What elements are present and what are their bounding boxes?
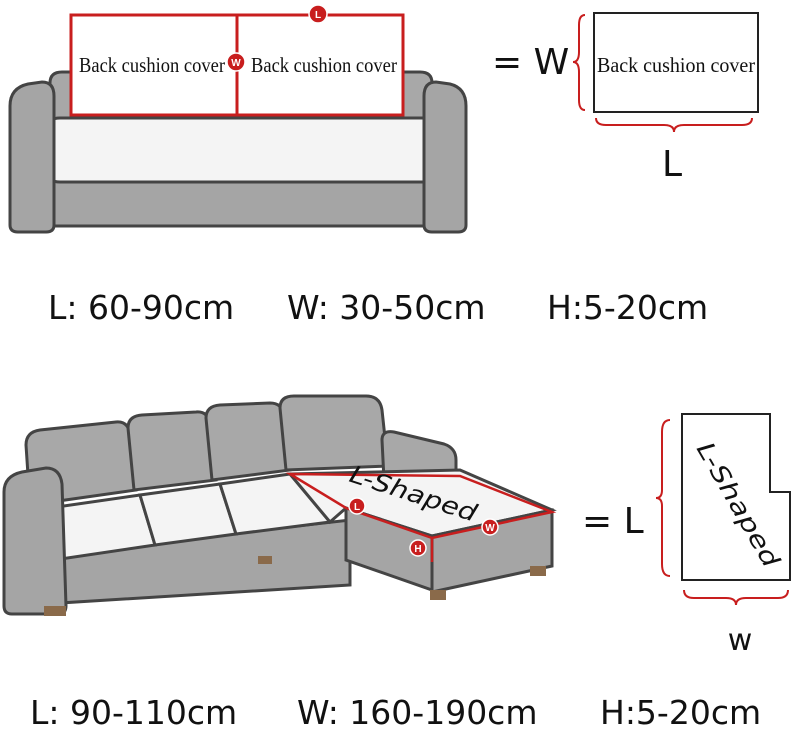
back-cushion-panel-label: Back cushion cover xyxy=(597,53,755,77)
badge-width-label: W xyxy=(231,58,241,69)
bottom-length-dimension: L: 90-110cm xyxy=(30,693,237,731)
sofa-bottom-illustration xyxy=(2,394,557,616)
back-cushion-label-1: Back cushion cover xyxy=(79,53,225,77)
equals-l-label: = L xyxy=(582,501,644,542)
bottom-height-dimension: H:5-20cm xyxy=(600,693,761,731)
panel-length-label: L xyxy=(662,144,682,185)
back-cushion-label-2: Back cushion cover xyxy=(251,53,397,77)
top-height-dimension: H:5-20cm xyxy=(547,288,708,327)
badge-bottom-width-label: W xyxy=(485,523,495,534)
badge-bottom-length-label: L xyxy=(354,502,360,513)
top-width-dimension: W: 30-50cm xyxy=(287,288,485,327)
top-length-dimension: L: 60-90cm xyxy=(48,288,234,327)
badge-length-label: L xyxy=(315,10,321,21)
badge-bottom-width: W xyxy=(481,518,499,536)
badge-length: L xyxy=(308,4,328,24)
badge-bottom-length: L xyxy=(348,497,366,515)
badge-bottom-height: H xyxy=(409,539,427,557)
equals-w-label: = W xyxy=(492,42,569,83)
l-shaped-panel xyxy=(681,413,791,581)
badge-bottom-height-label: H xyxy=(414,544,421,555)
bottom-length-brace xyxy=(655,419,671,577)
bottom-width-brace xyxy=(683,589,789,606)
width-brace xyxy=(572,14,586,111)
back-cushion-panel xyxy=(593,12,759,113)
badge-width: W xyxy=(226,52,246,72)
length-brace xyxy=(595,117,753,133)
back-cushion-cover-1 xyxy=(69,13,239,117)
bottom-width-dimension: W: 160-190cm xyxy=(297,693,537,731)
panel-width-label: w xyxy=(728,623,753,658)
